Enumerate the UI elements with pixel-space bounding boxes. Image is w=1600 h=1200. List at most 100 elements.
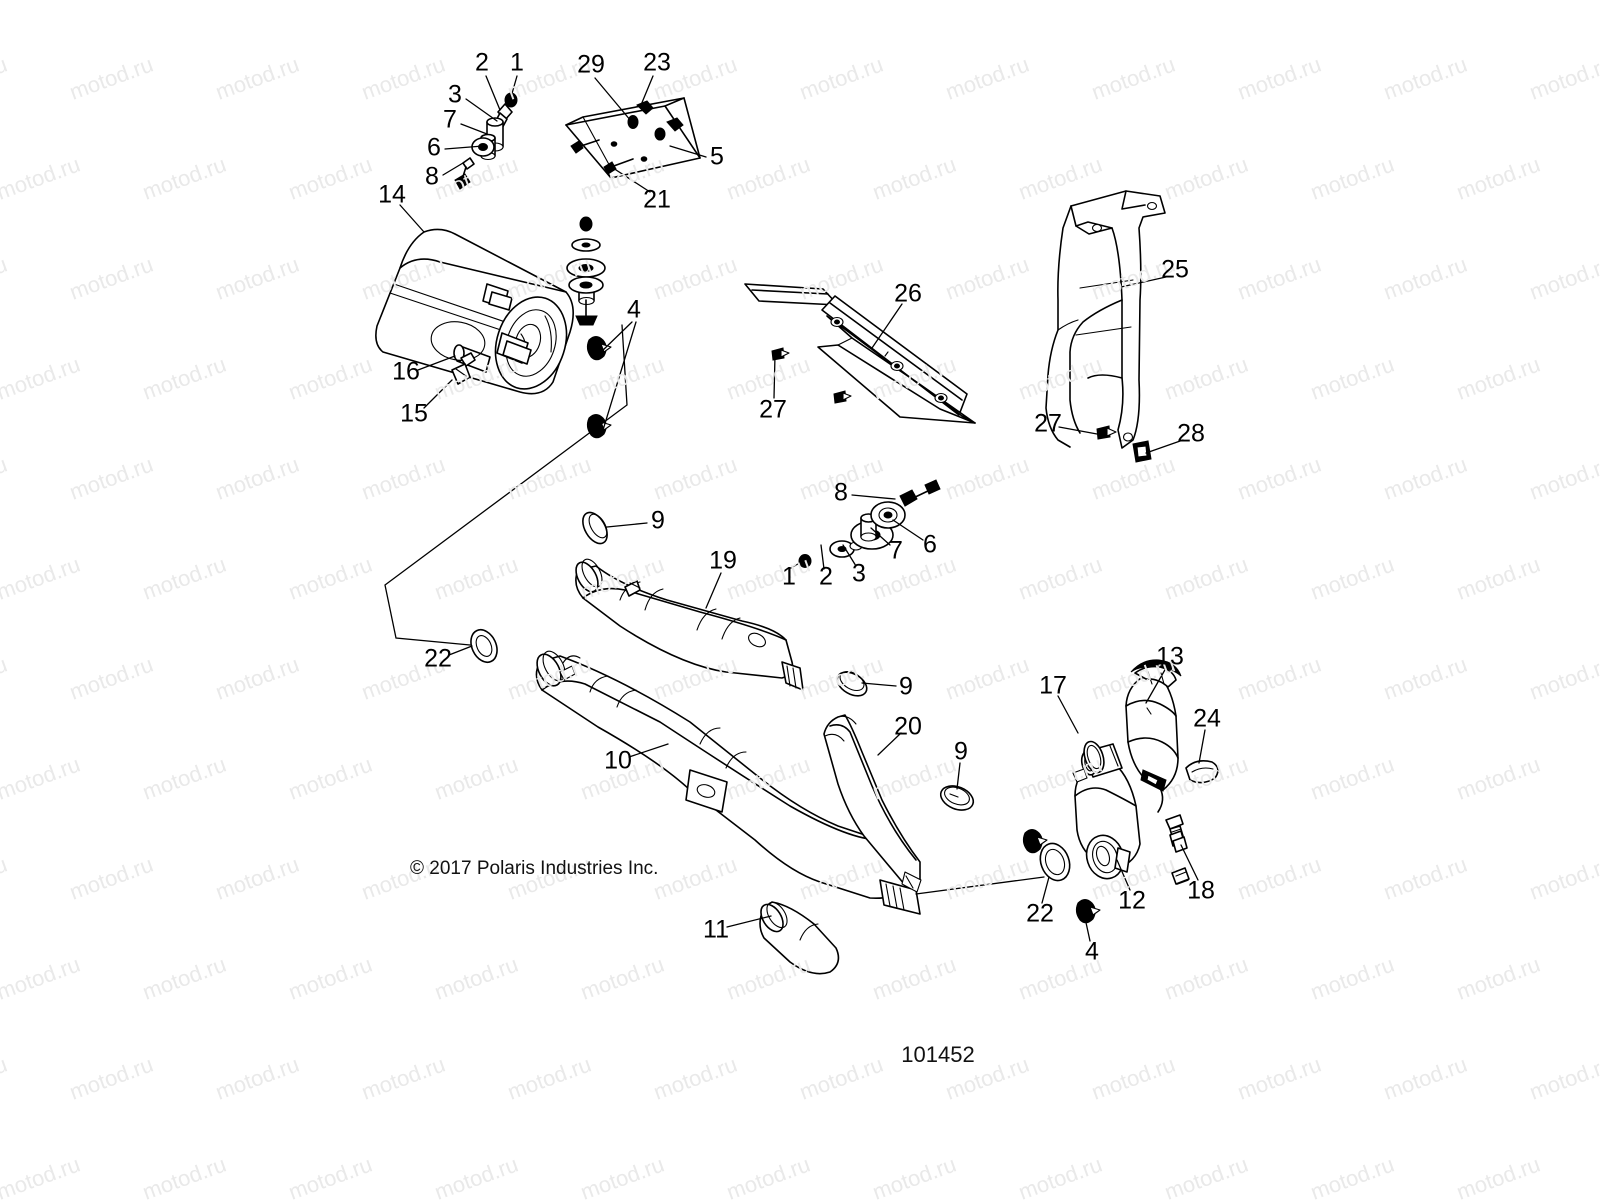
callout-number-11: 11 xyxy=(703,915,729,944)
callout-leader-7b xyxy=(870,527,891,546)
callout-leader-21 xyxy=(612,167,651,193)
callout-leader-14 xyxy=(399,204,425,233)
exhaust-gasket-22-left xyxy=(470,628,498,664)
callout-number-19: 19 xyxy=(709,546,737,575)
exhaust-pipe-19 xyxy=(575,558,804,691)
callout-number-15: 15 xyxy=(400,399,428,428)
callout-number-21: 21 xyxy=(643,185,671,214)
callout-number-23: 23 xyxy=(643,48,671,77)
callout-number-6: 6 xyxy=(427,133,441,162)
callout-leader-27 xyxy=(773,354,776,399)
callout-number-27: 27 xyxy=(759,395,787,424)
muffler-body xyxy=(375,228,574,395)
bolt-under-manifold xyxy=(1171,867,1190,885)
callout-number-3b: 3 xyxy=(852,559,866,588)
assembly-leader-line xyxy=(384,324,628,646)
callout-number-8: 8 xyxy=(425,162,439,191)
callout-number-1: 1 xyxy=(510,48,524,77)
callout-number-8b: 8 xyxy=(834,478,848,507)
callout-leader-13 xyxy=(1145,667,1167,704)
callout-number-4: 4 xyxy=(627,295,641,324)
bolt-near-pipe-12 xyxy=(1172,836,1188,853)
heat-shield-20 xyxy=(823,714,922,893)
callout-number-9: 9 xyxy=(651,506,665,535)
callout-number-18: 18 xyxy=(1187,876,1215,905)
exhaust-seal-9-lower xyxy=(939,785,975,811)
callout-leader-4c xyxy=(1084,917,1091,942)
exhaust-gasket-22-right xyxy=(1039,842,1071,882)
callout-number-5: 5 xyxy=(710,142,724,171)
callout-number-27b: 27 xyxy=(1034,409,1062,438)
callout-leader-12 xyxy=(1116,859,1131,891)
callout-number-29: 29 xyxy=(577,50,605,79)
diagram-part-number: 101452 xyxy=(901,1042,975,1067)
heat-shield-26 xyxy=(744,283,976,424)
callout-leader-15 xyxy=(423,379,453,409)
callout-leader-3b xyxy=(842,544,857,567)
callout-number-9c: 9 xyxy=(954,737,968,766)
callout-number-1b: 1 xyxy=(782,562,796,591)
callout-leader-25 xyxy=(1120,276,1167,288)
rubber-mount-4-right xyxy=(1075,899,1101,924)
callout-number-16: 16 xyxy=(392,357,420,386)
callout-number-24: 24 xyxy=(1193,704,1221,733)
callout-leader-29 xyxy=(594,77,632,122)
callout-leader-11 xyxy=(726,915,772,928)
callout-number-3: 3 xyxy=(448,80,462,109)
callout-number-4c: 4 xyxy=(1085,937,1099,966)
callout-number-25: 25 xyxy=(1161,255,1189,284)
copyright-text: © 2017 Polaris Industries Inc. xyxy=(410,858,659,879)
callout-leader-7 xyxy=(460,123,488,135)
callout-number-22: 22 xyxy=(424,644,452,673)
fastener-stack-top xyxy=(454,92,518,190)
callout-leader-18 xyxy=(1180,844,1199,881)
callout-leader-22b xyxy=(1041,876,1050,904)
callout-number-6b: 6 xyxy=(923,530,937,559)
callout-leader-2 xyxy=(485,75,501,111)
callout-leader-27b xyxy=(1058,426,1098,435)
callout-number-28: 28 xyxy=(1177,419,1205,448)
callout-number-2b: 2 xyxy=(819,562,833,591)
callout-leader-lines xyxy=(399,75,1206,942)
exhaust-gasket-17 xyxy=(1083,740,1105,774)
callout-leader-23 xyxy=(640,75,654,106)
callout-leader-28 xyxy=(1145,439,1184,454)
callout-leader-4 xyxy=(600,321,633,353)
callout-number-22b: 22 xyxy=(1026,899,1054,928)
leader-pipe-to-gasket xyxy=(915,876,1045,895)
callout-leader-9b xyxy=(861,682,897,687)
callout-number-17: 17 xyxy=(1039,671,1067,700)
callout-leader-6 xyxy=(444,145,484,150)
callout-number-7: 7 xyxy=(443,105,457,134)
callout-leader-19 xyxy=(705,572,722,609)
callout-number-14: 14 xyxy=(378,180,406,209)
callout-leader-16 xyxy=(417,355,456,371)
muffler-small-hardware xyxy=(451,352,476,385)
callout-leader-5 xyxy=(669,145,707,158)
heat-shield-25 xyxy=(1045,190,1166,463)
callout-leader-9 xyxy=(606,522,648,528)
callout-leader-10 xyxy=(628,743,669,758)
callout-leader-9c xyxy=(956,762,961,790)
callout-number-20: 20 xyxy=(894,712,922,741)
muffler-isolator-stack xyxy=(566,216,606,326)
callout-number-26: 26 xyxy=(894,279,922,308)
exhaust-seal-9-upper xyxy=(582,511,608,545)
callout-number-9b: 9 xyxy=(899,672,913,701)
rubber-mount-4-mid xyxy=(1022,829,1048,854)
callout-leader-8b xyxy=(851,494,896,500)
callout-leader-1b xyxy=(790,560,804,569)
callout-number-2: 2 xyxy=(475,48,489,77)
callout-leader-17 xyxy=(1057,695,1079,734)
callout-leader-24 xyxy=(1198,729,1206,764)
callout-number-12: 12 xyxy=(1118,886,1146,915)
callout-number-7b: 7 xyxy=(889,536,903,565)
muffler-mount-bracket xyxy=(565,97,701,179)
clip-24 xyxy=(1185,760,1219,784)
callout-leader-26 xyxy=(871,303,903,349)
exhaust-manifold-13 xyxy=(1125,659,1182,813)
callout-leader-3 xyxy=(465,98,498,122)
